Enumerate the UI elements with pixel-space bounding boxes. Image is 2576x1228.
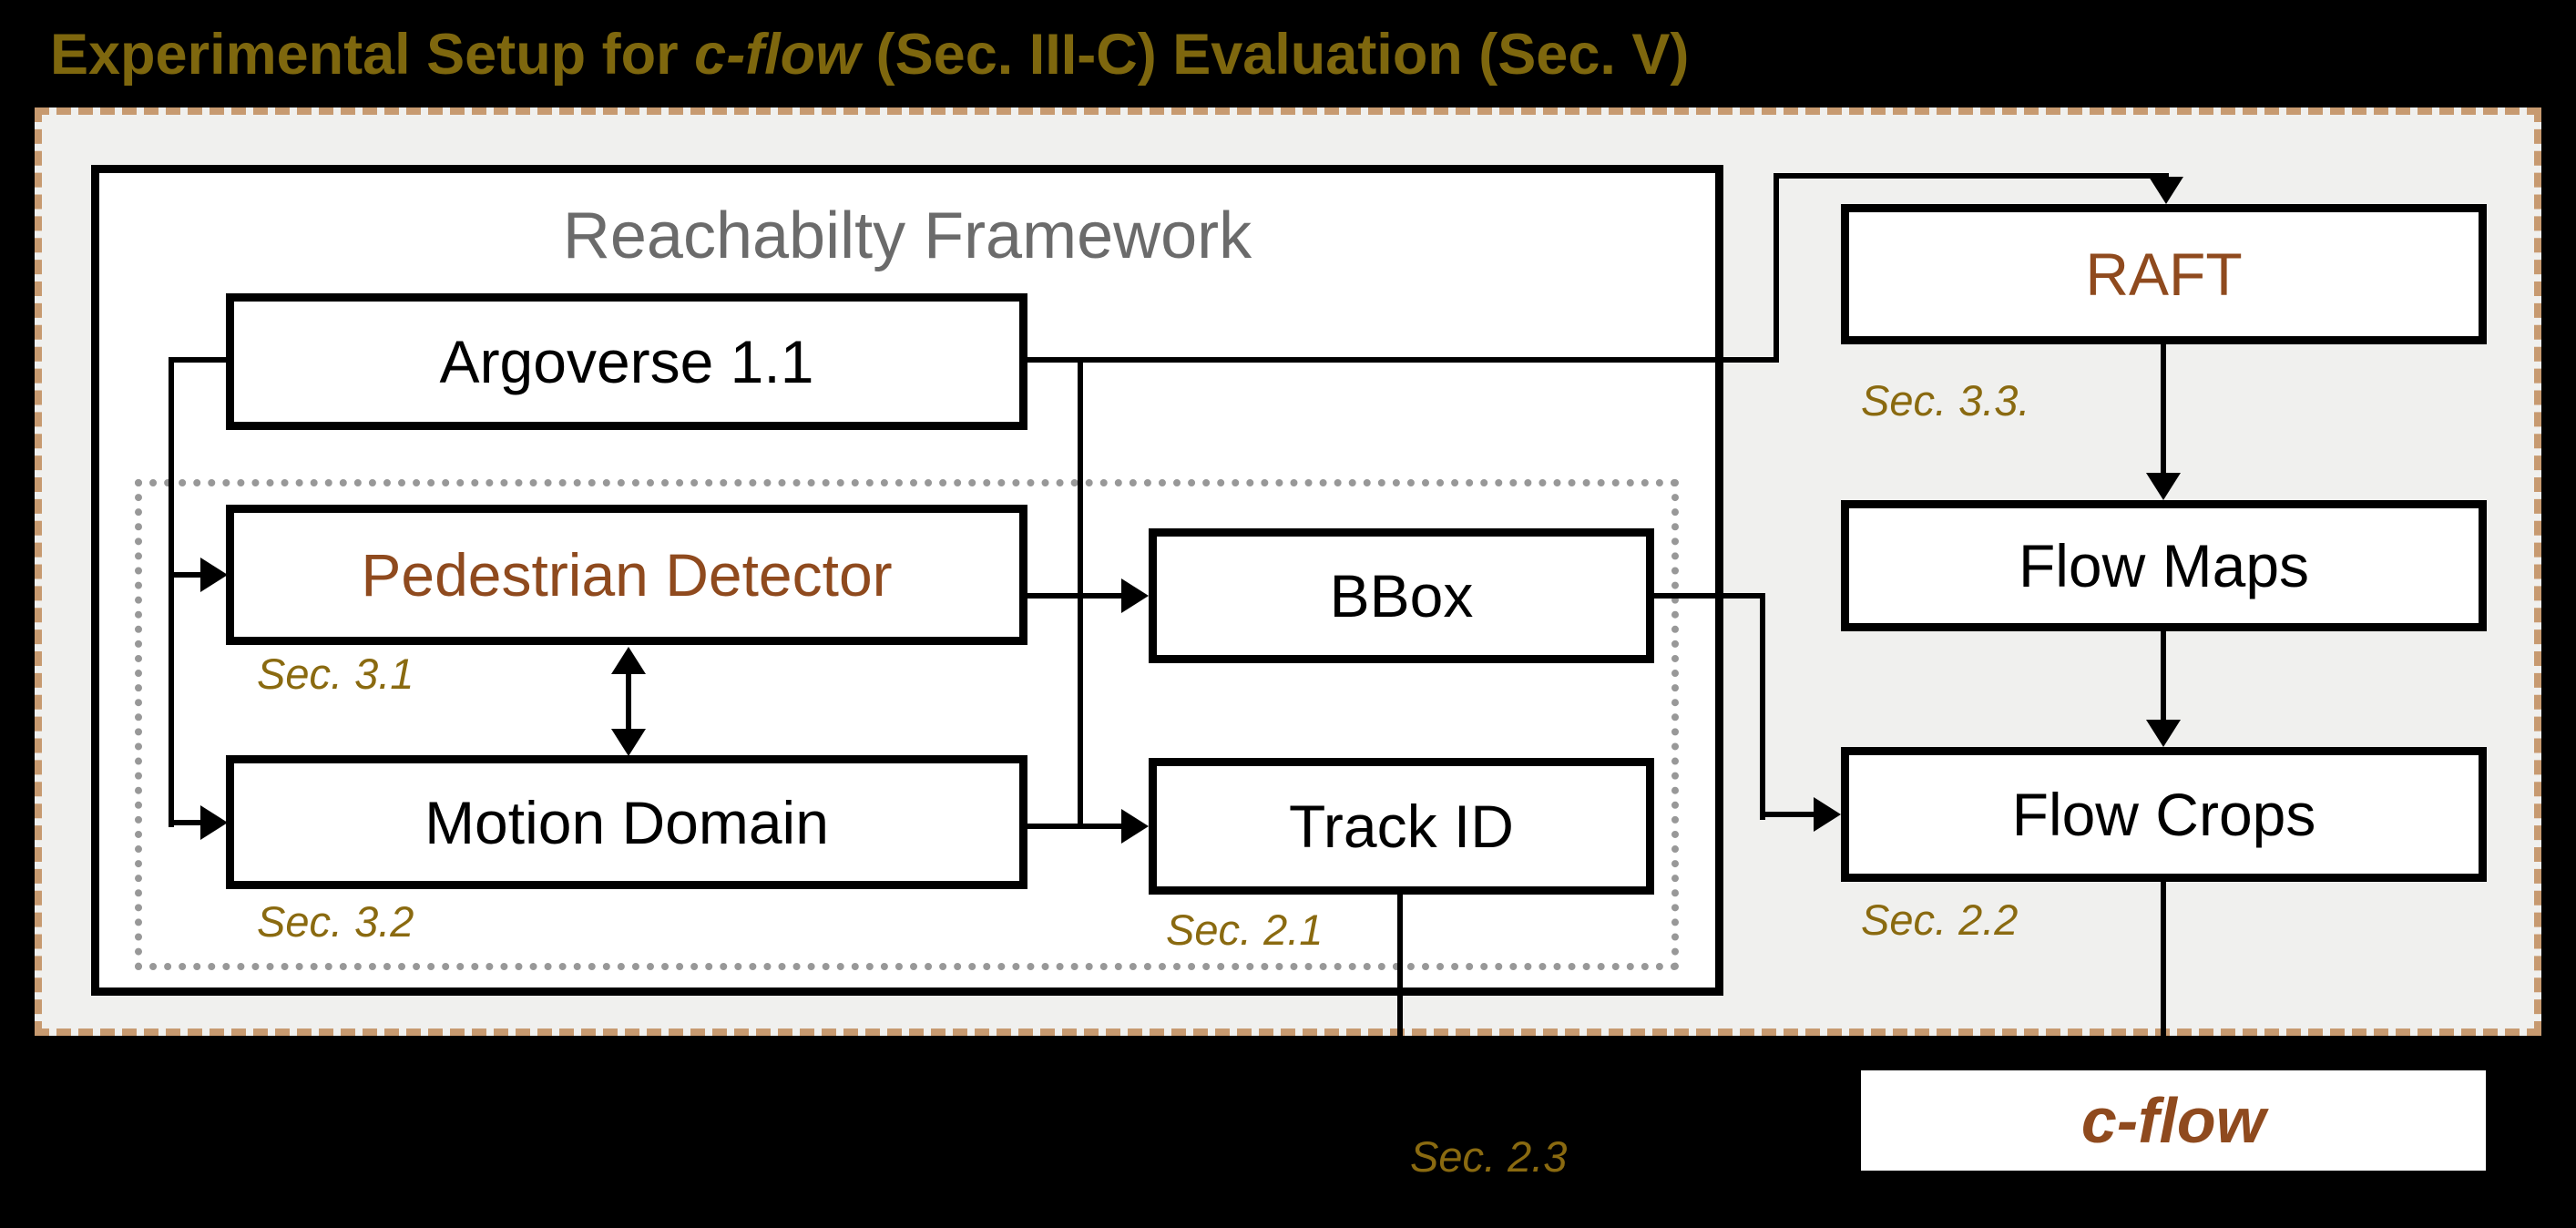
node-track-id-label: Track ID xyxy=(1289,793,1514,860)
arrowhead-into-trackid-icon xyxy=(1121,809,1149,844)
section-label-3-1: Sec. 3.1 xyxy=(257,650,414,698)
figure-title-prefix: Experimental Setup for xyxy=(50,23,695,87)
arrowhead-down-motion-icon xyxy=(611,729,646,756)
dotted-group-box xyxy=(135,479,1679,970)
node-motion-domain-label: Motion Domain xyxy=(424,788,829,856)
section-label-2-3: Sec. 2.3 xyxy=(1410,1132,1568,1181)
line-pedestrian-to-bbox xyxy=(1027,593,1123,599)
node-c-flow-label: c-flow xyxy=(2080,1085,2266,1156)
node-bbox-label: BBox xyxy=(1329,562,1474,629)
line-argoverse-left-stub xyxy=(169,357,229,363)
line-argoverse-to-right xyxy=(1027,357,1779,363)
arrowhead-into-pedestrian-icon xyxy=(200,558,228,592)
line-into-motion xyxy=(171,820,202,825)
arrowhead-into-raft-icon xyxy=(2149,177,2183,204)
node-argoverse-label: Argoverse 1.1 xyxy=(439,328,814,395)
node-raft-label: RAFT xyxy=(2085,240,2243,308)
node-flow-maps-label: Flow Maps xyxy=(2018,532,2310,599)
line-elbow-to-flowcrops xyxy=(1760,812,1815,817)
line-ped-motion-double xyxy=(626,670,631,731)
reachability-framework-label: Reachabilty Framework xyxy=(562,200,1252,272)
section-label-3-2: Sec. 3.2 xyxy=(257,897,414,946)
line-bbox-to-elbow xyxy=(1654,593,1765,599)
line-raftlink-horizontal xyxy=(1774,173,2169,179)
arrowhead-up-pedestrian-icon xyxy=(611,647,646,674)
arrowhead-flowcrops-left-icon xyxy=(1814,797,1841,832)
node-pedestrian-detector: Pedestrian Detector xyxy=(226,505,1027,645)
line-motion-to-trackid xyxy=(1027,824,1123,829)
node-flow-crops: Flow Crops xyxy=(1841,747,2487,882)
figure-title-suffix: (Sec. III-C) Evaluation (Sec. V) xyxy=(860,23,1690,87)
line-raftlink-vertical xyxy=(1774,173,1779,363)
node-raft: RAFT xyxy=(1841,204,2487,344)
section-label-3-3: Sec. 3.3. xyxy=(1861,376,2030,425)
figure-title: Experimental Setup for c-flow (Sec. III-… xyxy=(50,22,1689,87)
arrowhead-into-flowcrops-icon xyxy=(2146,720,2181,747)
section-label-2-1: Sec. 2.1 xyxy=(1166,906,1324,954)
line-left-bracket-vertical xyxy=(169,357,174,827)
arrowhead-into-bbox-icon xyxy=(1121,578,1149,613)
line-flowcrops-down xyxy=(2161,882,2166,1036)
arrowhead-into-motion-icon xyxy=(200,805,228,840)
node-pedestrian-detector-label: Pedestrian Detector xyxy=(361,541,893,609)
line-trackid-down xyxy=(1397,895,1403,1036)
figure-title-cflow: c-flow xyxy=(694,23,861,87)
line-flowmaps-to-flowcrops xyxy=(2161,631,2166,721)
node-bbox: BBox xyxy=(1149,528,1654,663)
node-motion-domain: Motion Domain xyxy=(226,755,1027,889)
node-track-id: Track ID xyxy=(1149,758,1654,895)
line-into-pedestrian xyxy=(171,572,202,578)
node-c-flow: c-flow xyxy=(1861,1070,2486,1171)
line-elbow-vertical xyxy=(1760,593,1765,820)
node-flow-maps: Flow Maps xyxy=(1841,500,2487,631)
line-raft-to-flowmaps xyxy=(2161,344,2166,476)
node-flow-crops-label: Flow Crops xyxy=(2011,781,2316,848)
node-argoverse: Argoverse 1.1 xyxy=(226,293,1027,430)
arrowhead-into-flowmaps-icon xyxy=(2146,473,2181,500)
section-label-2-2: Sec. 2.2 xyxy=(1861,895,2019,944)
